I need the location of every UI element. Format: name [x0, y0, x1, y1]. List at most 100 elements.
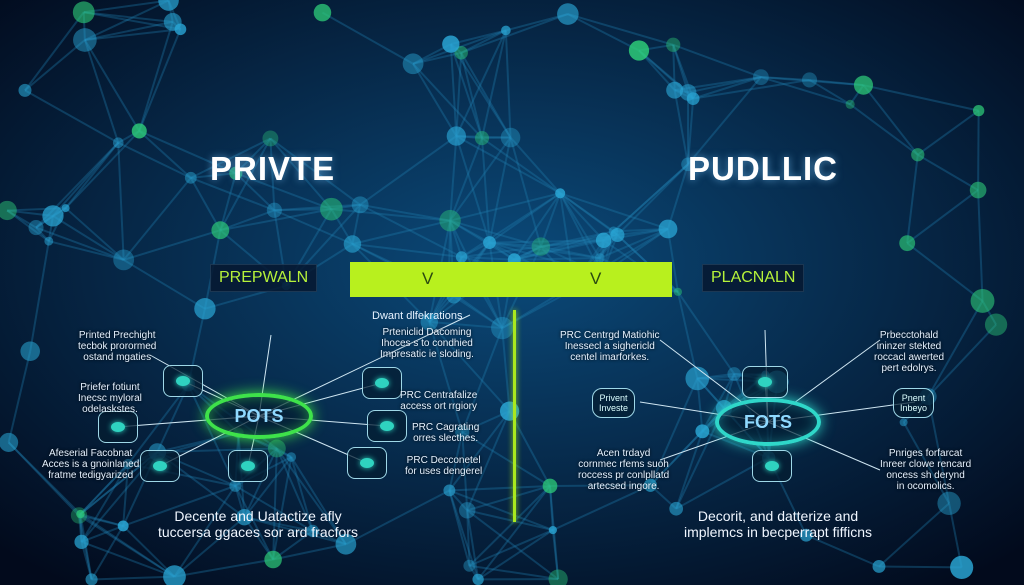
network-link — [461, 431, 551, 487]
network-link — [243, 456, 293, 518]
network-link — [64, 207, 125, 261]
network-node — [76, 509, 85, 519]
network-link — [906, 154, 919, 244]
network-node — [131, 123, 147, 139]
network-node — [970, 289, 995, 313]
network-link — [359, 203, 463, 258]
network-link — [449, 192, 561, 222]
network-link — [461, 432, 469, 511]
network-node — [264, 550, 282, 569]
public-hub: FOTS — [715, 398, 821, 446]
network-link — [501, 327, 511, 412]
network-link — [273, 209, 353, 245]
network-link — [449, 136, 512, 222]
network-link — [760, 76, 810, 81]
network-node — [969, 181, 987, 199]
network-link — [7, 441, 80, 517]
network-link — [461, 255, 515, 261]
network-node — [351, 196, 369, 214]
network-link — [352, 243, 462, 258]
network-node — [20, 341, 40, 362]
network-link — [466, 510, 471, 566]
network-link — [272, 456, 293, 560]
network-link — [90, 525, 125, 580]
network-link — [977, 110, 980, 191]
network-node — [335, 533, 357, 555]
network-link — [189, 177, 222, 231]
network-node — [85, 573, 98, 585]
network-link — [174, 558, 274, 578]
network-link — [123, 229, 221, 261]
network-link — [977, 190, 984, 301]
network-link — [559, 192, 615, 233]
network-node — [442, 35, 460, 53]
network-node — [594, 253, 605, 264]
network-link — [235, 172, 276, 211]
network-node — [194, 298, 216, 320]
private-title: PRIVTE — [210, 150, 336, 187]
network-link — [612, 163, 689, 233]
network-link — [455, 135, 561, 195]
network-link — [81, 540, 175, 578]
network-link — [78, 514, 124, 527]
network-link — [84, 0, 169, 41]
network-node — [658, 219, 678, 239]
network-node — [306, 524, 319, 538]
network-link — [79, 463, 129, 515]
network-link — [504, 30, 512, 138]
network-link — [345, 489, 450, 546]
network-node — [984, 313, 1008, 336]
network-node — [446, 126, 467, 146]
network-link — [559, 192, 601, 259]
network-link — [449, 220, 463, 258]
network-node — [42, 205, 64, 227]
network-node — [402, 53, 424, 75]
network-link — [461, 245, 541, 258]
network-link — [235, 172, 332, 211]
network-node — [531, 237, 551, 256]
network-node — [73, 28, 97, 52]
network-link — [24, 39, 86, 92]
network-node — [113, 249, 135, 271]
network-link — [84, 28, 181, 41]
network-node — [500, 127, 521, 148]
network-node — [458, 502, 476, 519]
network-link — [760, 76, 851, 106]
network-node — [443, 484, 456, 497]
network-link — [567, 13, 674, 46]
network-link — [673, 89, 689, 165]
network-link — [83, 39, 120, 144]
network-node — [163, 565, 186, 585]
network-link — [549, 484, 651, 487]
network-link — [52, 215, 125, 261]
network-node — [499, 401, 520, 421]
network-link — [331, 208, 451, 222]
network-link — [138, 130, 192, 179]
network-link — [514, 257, 600, 261]
network-node — [555, 188, 566, 199]
network-link — [190, 172, 236, 179]
network-node — [229, 479, 242, 492]
network-link — [78, 463, 129, 517]
network-link — [80, 513, 124, 527]
network-node — [695, 424, 710, 439]
network-link — [244, 516, 313, 532]
network-link — [567, 13, 640, 52]
network-link — [460, 52, 483, 139]
network-link — [79, 513, 176, 578]
network-node — [163, 12, 182, 31]
network-link — [466, 510, 480, 580]
network-link — [559, 192, 603, 275]
network-link — [488, 192, 561, 244]
network-node — [557, 3, 579, 25]
network-node — [28, 220, 44, 236]
network-link — [244, 516, 347, 546]
network-link — [219, 172, 237, 231]
network-link — [509, 137, 542, 247]
network-node — [454, 46, 468, 60]
network-link — [220, 208, 332, 232]
